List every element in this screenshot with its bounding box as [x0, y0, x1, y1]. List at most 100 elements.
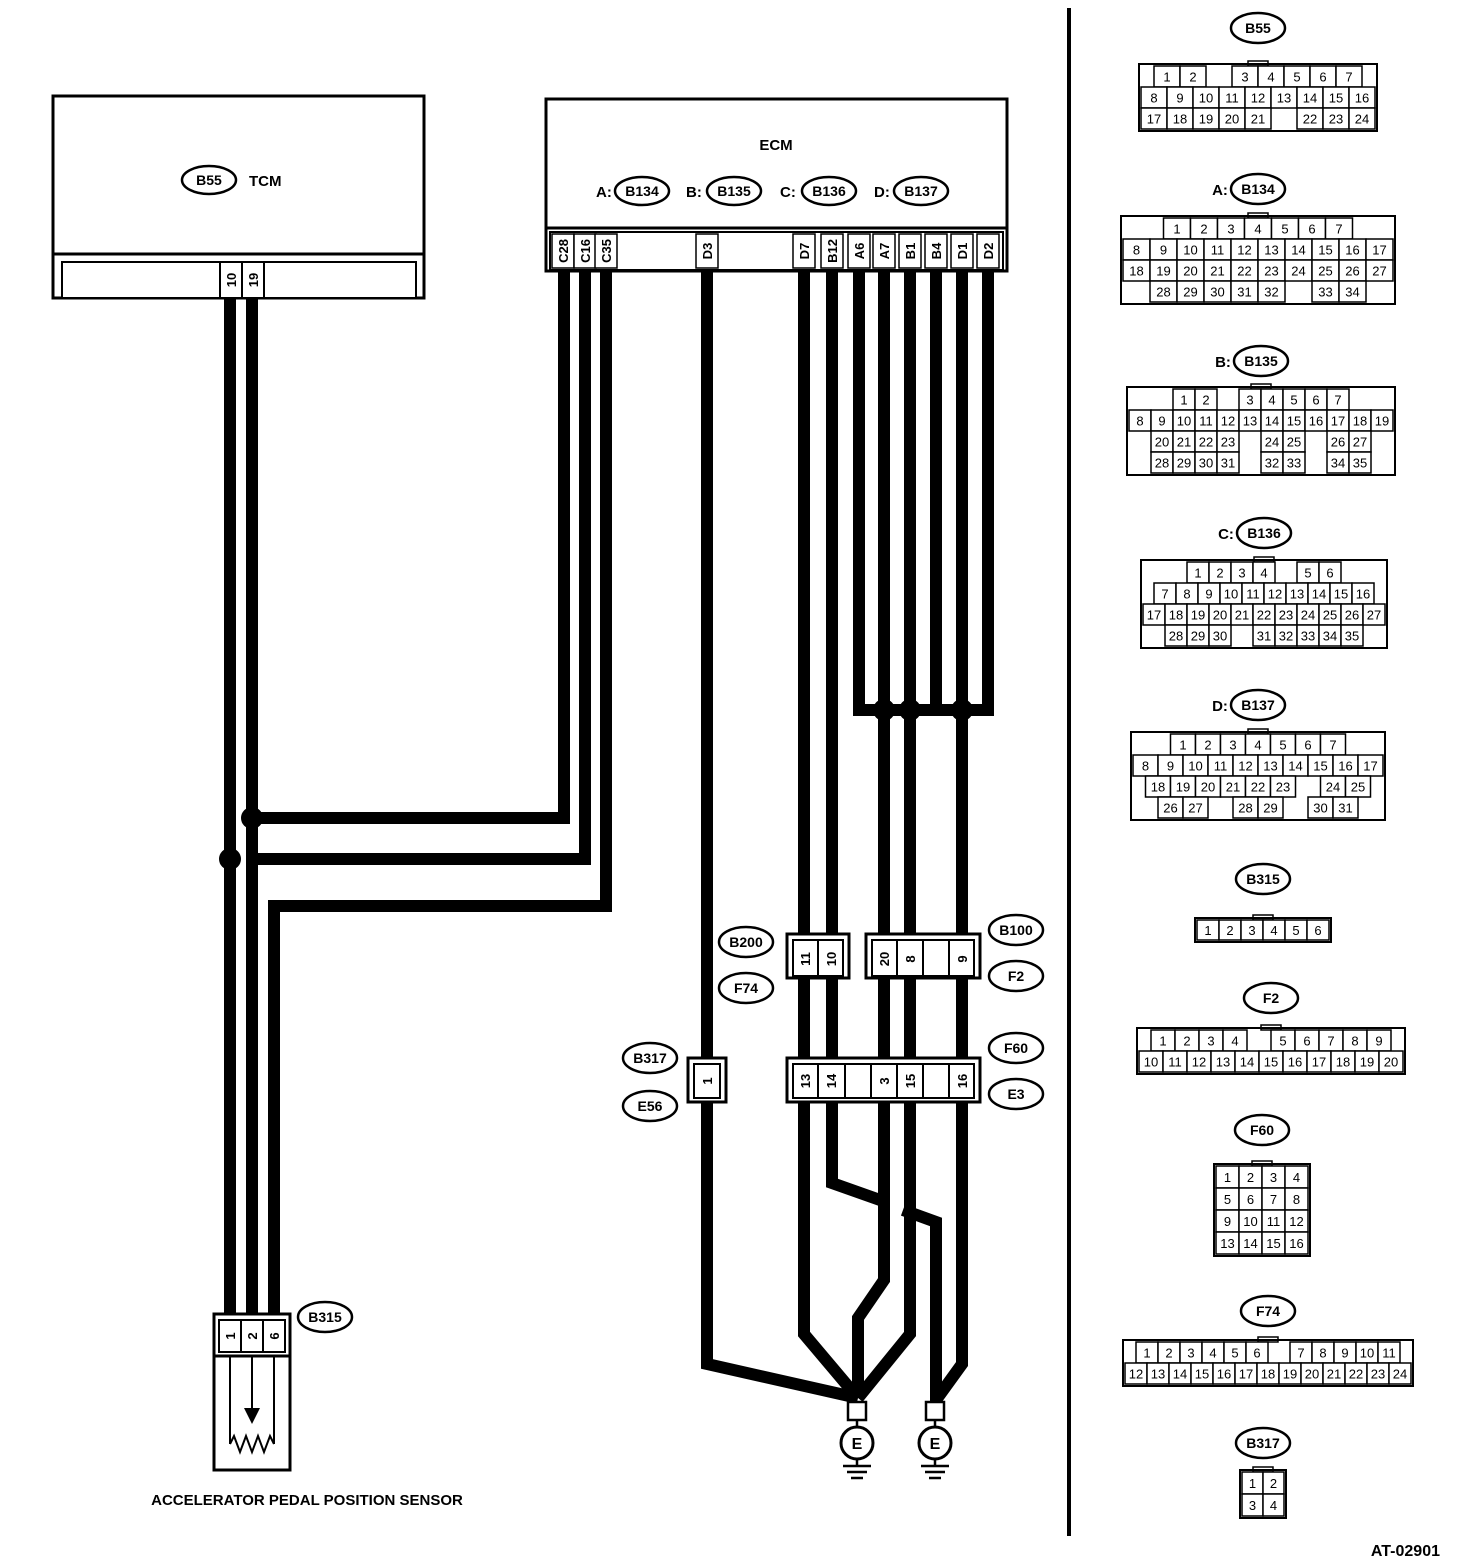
figure-id: AT-02901: [1371, 1543, 1440, 1560]
pin-cell: 6: [1312, 393, 1319, 408]
sensor-pin-2: 2: [245, 1332, 260, 1339]
connector-view-label: B317: [1246, 1435, 1280, 1451]
pin-cell: 8: [1150, 91, 1157, 106]
pin-cell: 16: [1217, 1367, 1231, 1382]
b100-pin-20: 20: [877, 952, 892, 966]
pin-cell: 12: [1192, 1055, 1206, 1070]
pin-cell: 8: [1351, 1034, 1358, 1049]
pin-cell: 1: [1143, 1346, 1150, 1361]
pin-cell: 21: [1327, 1367, 1341, 1382]
pin-cell: 21: [1251, 112, 1265, 127]
pin-cell: 3: [1227, 222, 1234, 237]
pin-cell: 2: [1202, 393, 1209, 408]
pin-cell: 9: [1158, 414, 1165, 429]
pin-cell: 29: [1177, 456, 1191, 471]
pin-cell: 5: [1304, 566, 1311, 581]
pin-cell: 35: [1345, 629, 1359, 644]
pin-cell: 2: [1189, 70, 1196, 85]
pin-cell: 13: [1151, 1367, 1165, 1382]
pin-cell: 17: [1147, 112, 1161, 127]
ground-2: E: [917, 1400, 953, 1480]
pin-cell: 30: [1199, 456, 1213, 471]
pin-cell: 4: [1209, 1346, 1216, 1361]
pin-cell: 30: [1210, 285, 1224, 300]
pin-cell: 18: [1336, 1055, 1350, 1070]
pin-cell: 8: [1136, 414, 1143, 429]
ground-symbol-1: E: [852, 1436, 863, 1453]
pin-cell: 4: [1267, 70, 1274, 85]
pin-cell: 5: [1224, 1192, 1231, 1207]
pin-cell: 10: [1199, 91, 1213, 106]
pin-cell: 6: [1253, 1346, 1260, 1361]
pin-cell: 15: [1266, 1236, 1280, 1251]
pin-cell: 8: [1183, 587, 1190, 602]
pin-cell: 17: [1312, 1055, 1326, 1070]
pin-cell: 21: [1235, 608, 1249, 623]
pin-cell: 4: [1270, 923, 1277, 938]
pin-cell: 1: [1194, 566, 1201, 581]
pin-cell: 2: [1165, 1346, 1172, 1361]
pin-cell: 5: [1293, 70, 1300, 85]
pin-cell: 20: [1225, 112, 1239, 127]
ecm-label: ECM: [759, 137, 792, 154]
pin-cell: 18: [1151, 780, 1165, 795]
pin-cell: 23: [1329, 112, 1343, 127]
pin-cell: 15: [1313, 759, 1327, 774]
ground-1: E: [839, 1400, 875, 1480]
pin-cell: 20: [1155, 435, 1169, 450]
pin-cell: 20: [1213, 608, 1227, 623]
pin-cell: 6: [1326, 566, 1333, 581]
b100-pin-8: 8: [903, 955, 918, 962]
connector-view-label: B137: [1241, 697, 1275, 713]
pin-cell: 25: [1323, 608, 1337, 623]
pin-cell: 10: [1188, 759, 1202, 774]
pin-cell: 18: [1129, 264, 1143, 279]
connector-view-prefix: C:: [1218, 526, 1234, 543]
pin-cell: 1: [1180, 393, 1187, 408]
pin-cell: 30: [1313, 801, 1327, 816]
pin-cell: 32: [1265, 456, 1279, 471]
pin-cell: 11: [1267, 1214, 1281, 1229]
connector-view-label: B135: [1244, 353, 1278, 369]
pin-cell: 24: [1291, 264, 1305, 279]
pin-cell: 26: [1345, 264, 1359, 279]
pin-cell: 27: [1372, 264, 1386, 279]
tcm-label: TCM: [249, 173, 282, 190]
pin-cell: 7: [1161, 587, 1168, 602]
pin-cell: 2: [1247, 1170, 1254, 1185]
pin-cell: 6: [1314, 923, 1321, 938]
pin-cell: 22: [1257, 608, 1271, 623]
pin-cell: 1: [1159, 1034, 1166, 1049]
pin-cell: 19: [1156, 264, 1170, 279]
pin-cell: 3: [1270, 1170, 1277, 1185]
pin-cell: 25: [1287, 435, 1301, 450]
pin-cell: 7: [1335, 222, 1342, 237]
pin-cell: 23: [1221, 435, 1235, 450]
pin-cell: 10: [1243, 1214, 1257, 1229]
ecm-pin-d7: D7: [797, 243, 812, 260]
pin-cell: 3: [1249, 1498, 1256, 1513]
pin-cell: 2: [1226, 923, 1233, 938]
pin-cell: 24: [1393, 1367, 1407, 1382]
pin-cell: 9: [1205, 587, 1212, 602]
pin-cell: 3: [1238, 566, 1245, 581]
pin-cell: 27: [1367, 608, 1381, 623]
pin-cell: 4: [1270, 1498, 1277, 1513]
connector-view-label: B55: [1245, 20, 1271, 36]
pin-cell: 6: [1247, 1192, 1254, 1207]
connector-b200-f74: 11 10 B200 F74: [717, 925, 851, 1005]
pin-cell: 24: [1265, 435, 1279, 450]
b317-pin-1: 1: [700, 1077, 715, 1084]
pin-cell: 16: [1355, 91, 1369, 106]
connector-f60-e3: 13 14 3 15 16 F60 E3: [785, 1031, 1045, 1111]
sensor-connector-label: B315: [308, 1309, 342, 1325]
pin-cell: 13: [1263, 759, 1277, 774]
pin-cell: 7: [1329, 738, 1336, 753]
pin-cell: 2: [1270, 1476, 1277, 1491]
pin-cell: 10: [1183, 243, 1197, 258]
